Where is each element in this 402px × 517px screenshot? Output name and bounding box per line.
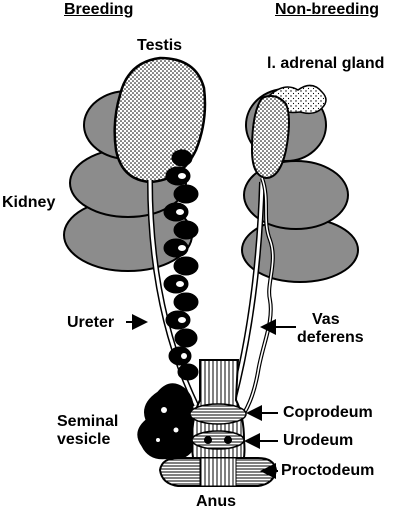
breeding-header: Breeding xyxy=(64,1,134,18)
anus-label: Anus xyxy=(196,493,236,510)
seminal-vesicle-label-line1: Seminal xyxy=(57,413,119,430)
proctodeum-label: Proctodeum xyxy=(281,462,375,479)
urodeum xyxy=(191,430,245,450)
seminal-vesicle xyxy=(137,383,200,460)
ureter-label: Ureter xyxy=(67,314,115,331)
urodeum-label: Urodeum xyxy=(283,432,354,449)
vas-deferens-label-line2: deferens xyxy=(297,329,364,346)
testis-label: Testis xyxy=(137,37,183,54)
breeding-testis xyxy=(113,56,207,184)
coprodeum-label: Coprodeum xyxy=(283,404,373,421)
seminal-vesicle-label-line2: vesicle xyxy=(57,431,111,448)
non-breeding-testis xyxy=(250,95,290,180)
vas-deferens-label-line1: Vas xyxy=(312,311,340,328)
coprodeum xyxy=(189,403,247,425)
adrenal-gland-label: l. adrenal gland xyxy=(267,55,385,72)
non-breeding-header: Non-breeding xyxy=(275,1,379,18)
kidney-label: Kidney xyxy=(2,194,56,211)
